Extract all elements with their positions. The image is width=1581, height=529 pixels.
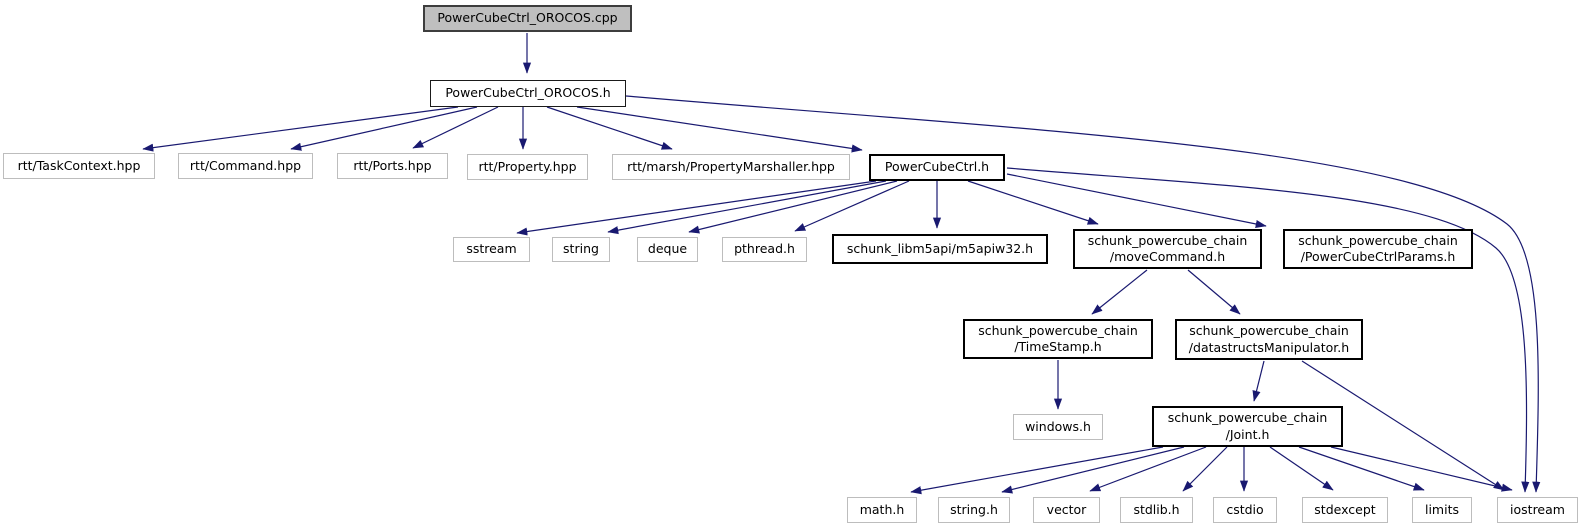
edge-datastructs-iostream: [1301, 360, 1505, 491]
node-sstream: sstream: [453, 237, 530, 262]
edge-joint-vector: [1089, 446, 1207, 492]
node-stdexcept: stdexcept: [1302, 497, 1388, 523]
edge-orocos-h-marshaller: [546, 106, 673, 150]
edge-orocos-h-command: [290, 106, 478, 151]
node-schunk-libm5api-m5apiw32-h[interactable]: schunk_libm5api/m5apiw32.h: [832, 234, 1048, 264]
edge-powercubectrl-deque: [688, 180, 898, 234]
edge-joint-limits: [1298, 446, 1425, 491]
edge-powercubectrl-pthread: [794, 180, 910, 232]
edge-movecommand-datastructs: [1187, 269, 1241, 315]
edge-powercubectrl-string: [607, 180, 887, 235]
node-joint-h[interactable]: schunk_powercube_chain /Joint.h: [1152, 406, 1343, 447]
node-iostream: iostream: [1497, 497, 1578, 523]
node-powercubectrl-h[interactable]: PowerCubeCtrl.h: [869, 154, 1005, 181]
node-rtt-taskcontext-hpp: rtt/TaskContext.hpp: [3, 153, 155, 179]
node-pthread-h: pthread.h: [722, 237, 807, 262]
edge-powercubectrl-movecommand: [967, 180, 1099, 225]
node-limits: limits: [1412, 497, 1472, 523]
edge-powercubectrl-iostream: [1006, 167, 1530, 493]
node-cstdio: cstdio: [1213, 497, 1277, 523]
node-rtt-ports-hpp: rtt/Ports.hpp: [337, 153, 448, 179]
node-timestamp-h[interactable]: schunk_powercube_chain /TimeStamp.h: [963, 319, 1153, 359]
node-string: string: [552, 237, 610, 262]
edge-orocos-h-ports: [412, 106, 499, 149]
edge-orocos-h-taskcontext: [142, 106, 459, 152]
node-powercubectrlparams-h[interactable]: schunk_powercube_chain /PowerCubeCtrlPar…: [1283, 229, 1473, 269]
node-deque: deque: [637, 237, 698, 262]
edge-joint-stdlib: [1182, 446, 1228, 492]
node-rtt-marsh-propertymarshaller-hpp: rtt/marsh/PropertyMarshaller.hpp: [612, 154, 850, 180]
edge-datastructs-joint: [1252, 360, 1265, 402]
edge-joint-iostream: [1330, 446, 1513, 492]
node-math-h: math.h: [847, 497, 917, 523]
edge-orocos-h-iostream: [625, 95, 1541, 493]
edge-joint-string-h: [1001, 446, 1185, 494]
node-string-h: string.h: [938, 497, 1010, 523]
edge-joint-math: [910, 446, 1164, 495]
edge-movecommand-timestamp: [1091, 269, 1148, 315]
node-datastructsmanipulator-h[interactable]: schunk_powercube_chain /datastructsManip…: [1175, 319, 1363, 360]
edge-powercubectrl-params: [1006, 173, 1267, 228]
node-powercubectrl-orocos-h[interactable]: PowerCubeCtrl_OROCOS.h: [430, 80, 626, 107]
node-stdlib-h: stdlib.h: [1120, 497, 1193, 523]
edge-joint-stdexcept: [1269, 446, 1334, 491]
node-powercubectrl-orocos-cpp: PowerCubeCtrl_OROCOS.cpp: [423, 5, 632, 32]
node-windows-h: windows.h: [1013, 414, 1103, 440]
node-rtt-command-hpp: rtt/Command.hpp: [178, 153, 313, 179]
edge-orocos-h-powercubectrl: [576, 106, 863, 153]
edge-powercubectrl-sstream: [516, 180, 877, 236]
node-vector: vector: [1033, 497, 1100, 523]
node-rtt-property-hpp: rtt/Property.hpp: [467, 154, 588, 180]
node-movecommand-h[interactable]: schunk_powercube_chain /moveCommand.h: [1073, 229, 1262, 269]
